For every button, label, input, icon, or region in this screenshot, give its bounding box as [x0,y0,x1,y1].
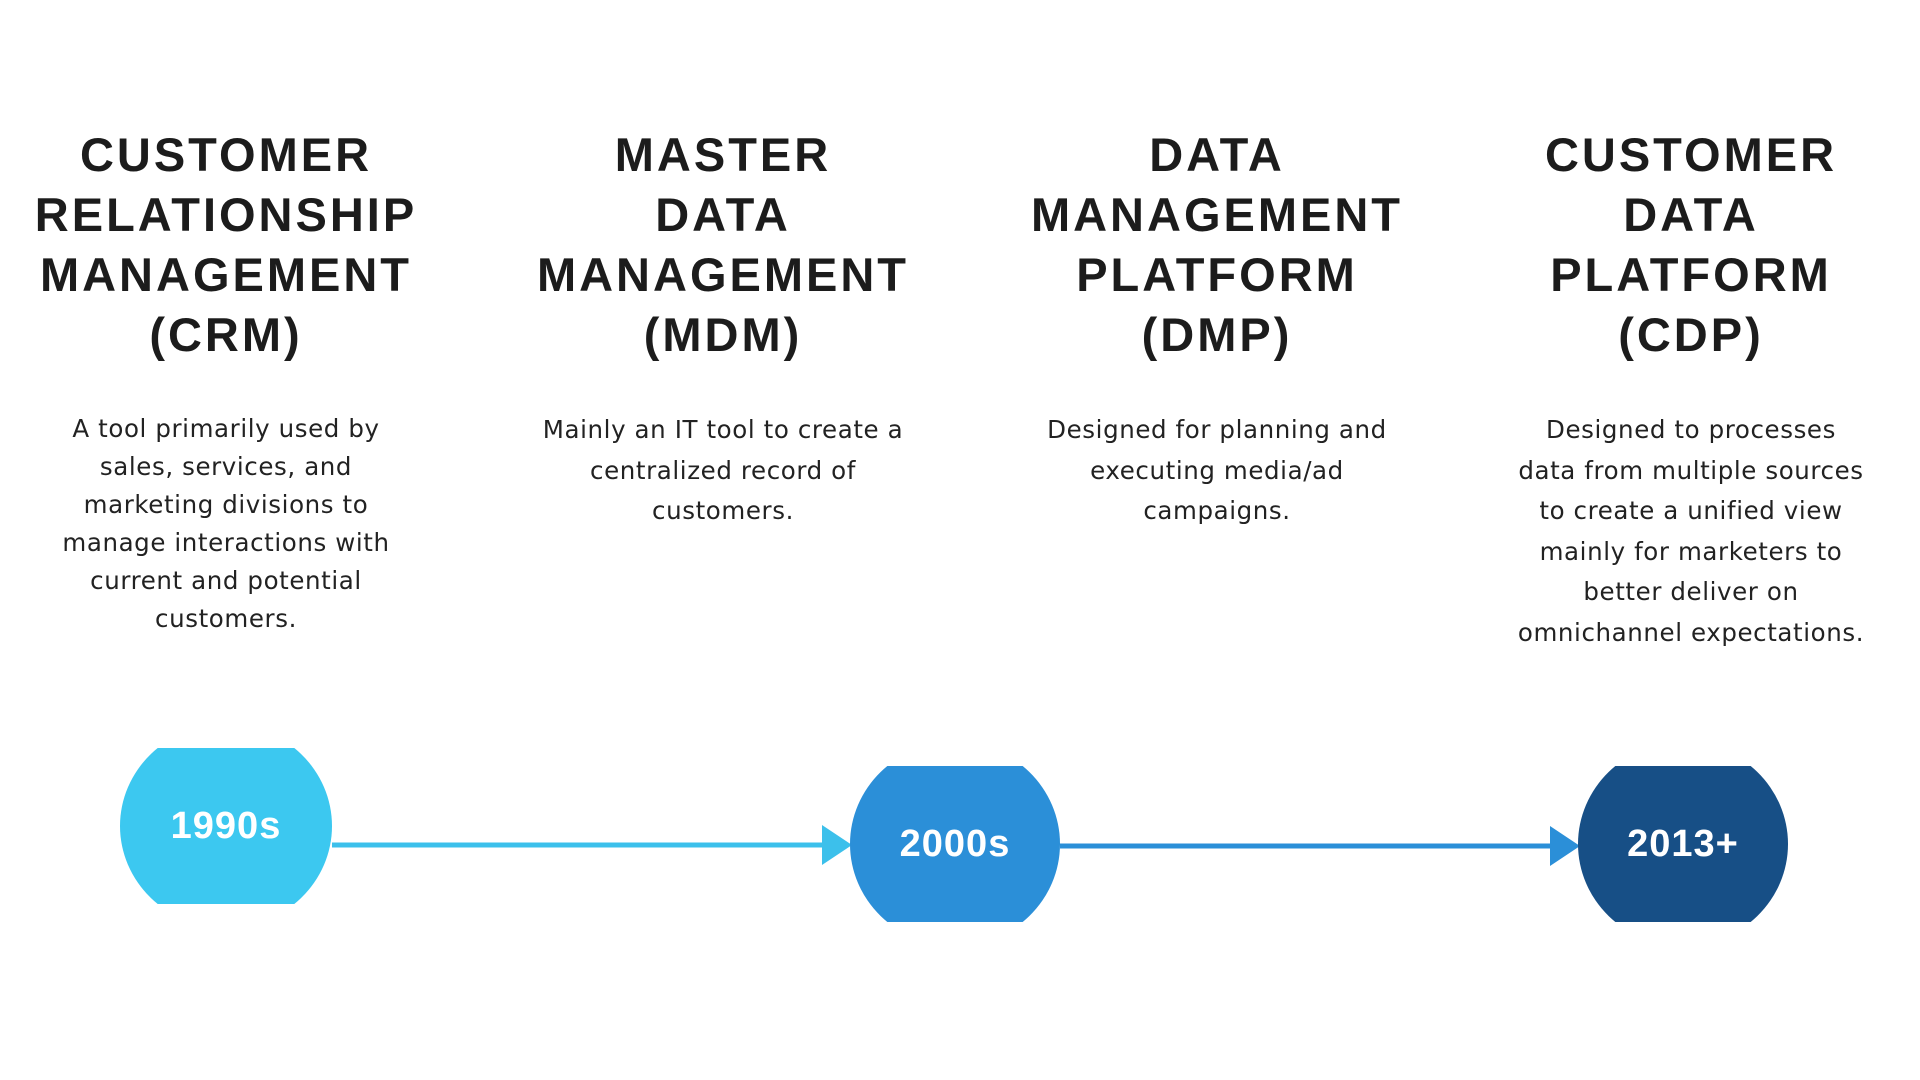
column-description: Designed to processes data from multiple… [1501,410,1881,653]
arrowhead-2-icon [1550,826,1580,866]
description-line: centralized record of [590,455,856,485]
description-line: current and potential [90,566,362,595]
timeline-node-2013-plus: 2013+ [1578,766,1788,922]
description-line: manage interactions with [62,528,390,557]
column-crm: CUSTOMER RELATIONSHIP MANAGEMENT (CRM) A… [6,125,446,638]
title-line: DATA [655,188,791,241]
node-label: 1990s [170,804,282,847]
column-cdp: CUSTOMER DATA PLATFORM (CDP) Designed to… [1471,125,1911,653]
description-line: to create a unified view [1539,496,1843,525]
description-line: mainly for marketers to [1539,536,1843,566]
description-line: marketing divisions to [83,490,369,519]
column-dmp: DATA MANAGEMENT PLATFORM (DMP) Designed … [997,125,1437,532]
node-label: 2013+ [1627,822,1739,865]
title-line: MANAGEMENT [536,248,910,301]
description-line: Mainly an IT tool to create a [542,415,904,444]
column-mdm: MASTER DATA MANAGEMENT (MDM) Mainly an I… [503,125,943,532]
title-line: MANAGEMENT [39,248,413,301]
column-description: Mainly an IT tool to create a centralize… [533,410,913,532]
description-line: Designed for planning and [1047,415,1387,444]
title-line: PLATFORM [1076,248,1358,301]
description-line: better deliver on [1583,577,1799,606]
description-line: campaigns. [1143,496,1291,525]
timeline-node-1990s: 1990s [120,748,332,904]
node-shape [120,748,332,904]
description-line: customers. [652,496,794,525]
title-line: DATA [1149,128,1285,181]
title-line: PLATFORM [1550,248,1832,301]
column-title: MASTER DATA MANAGEMENT (MDM) [503,125,943,365]
title-line: (DMP) [1141,308,1293,361]
column-title: CUSTOMER RELATIONSHIP MANAGEMENT (CRM) [6,125,446,365]
arrowhead-1-icon [822,825,852,865]
column-title: CUSTOMER DATA PLATFORM (CDP) [1471,125,1911,365]
description-line: executing media/ad [1090,455,1344,485]
title-line: MANAGEMENT [1030,188,1404,241]
node-shape [1578,766,1788,922]
description-line: A tool primarily used by [72,414,380,443]
node-shape [850,766,1060,922]
title-line: (CDP) [1618,308,1764,361]
title-line: RELATIONSHIP [34,188,418,241]
description-line: customers. [155,604,297,633]
column-description: Designed for planning and executing medi… [1027,410,1407,532]
description-line: Designed to processes [1546,415,1836,444]
description-line: omnichannel expectations. [1517,617,1865,647]
title-line: CUSTOMER [79,128,373,181]
title-line: (MDM) [643,308,803,361]
timeline-node-2000s: 2000s [850,766,1060,922]
title-line: CUSTOMER [1544,128,1838,181]
title-line: DATA [1623,188,1759,241]
column-description: A tool primarily used by sales, services… [56,410,396,638]
column-title: DATA MANAGEMENT PLATFORM (DMP) [997,125,1437,365]
description-line: data from multiple sources [1518,455,1864,485]
description-line: sales, services, and [99,452,353,481]
title-line: (CRM) [149,308,303,361]
node-label: 2000s [899,822,1011,865]
title-line: MASTER [614,128,832,181]
